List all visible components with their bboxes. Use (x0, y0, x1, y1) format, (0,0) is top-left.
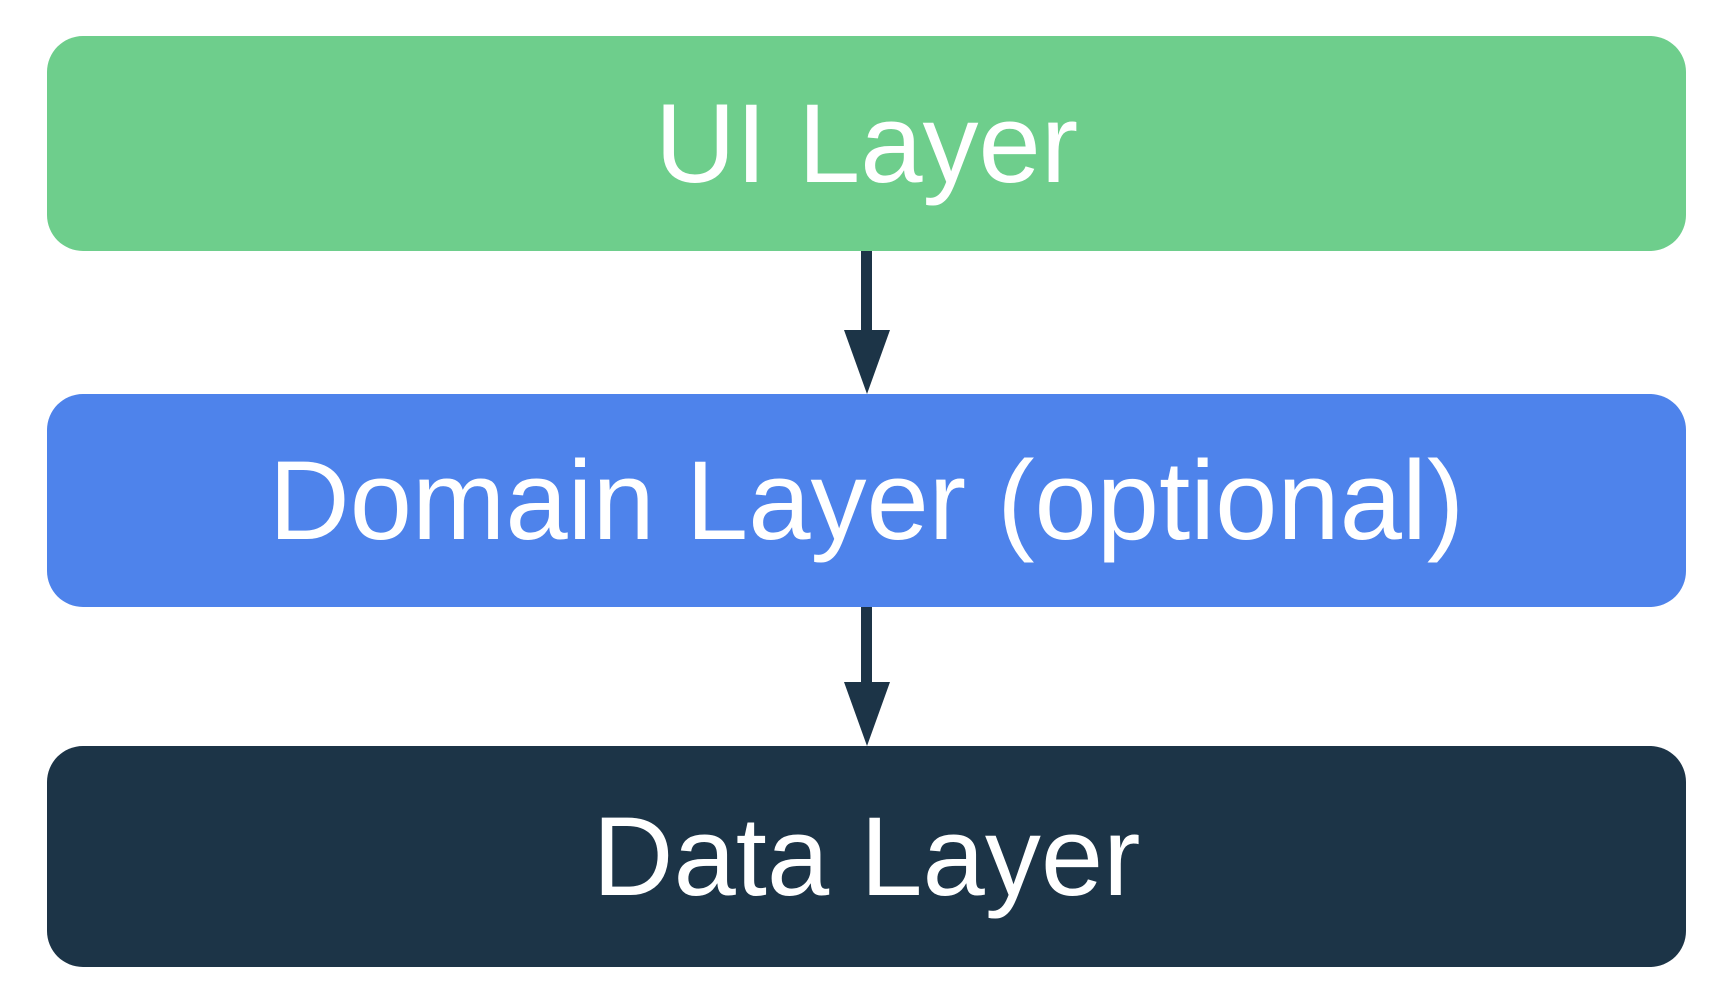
domain-layer-box: Domain Layer (optional) (47, 394, 1686, 607)
arrow-down-head-icon (843, 682, 890, 746)
domain-layer-label: Domain Layer (optional) (268, 437, 1465, 563)
ui-layer-box: UI Layer (47, 36, 1686, 251)
arrow-domain-to-data-icon (843, 607, 890, 746)
arrow-down-head-icon (843, 330, 890, 394)
data-layer-box: Data Layer (47, 746, 1686, 967)
arrow-shaft (861, 251, 872, 330)
arrow-shaft (861, 607, 872, 682)
data-layer-label: Data Layer (592, 793, 1141, 919)
arrow-ui-to-domain-icon (843, 251, 890, 394)
ui-layer-label: UI Layer (654, 80, 1079, 206)
